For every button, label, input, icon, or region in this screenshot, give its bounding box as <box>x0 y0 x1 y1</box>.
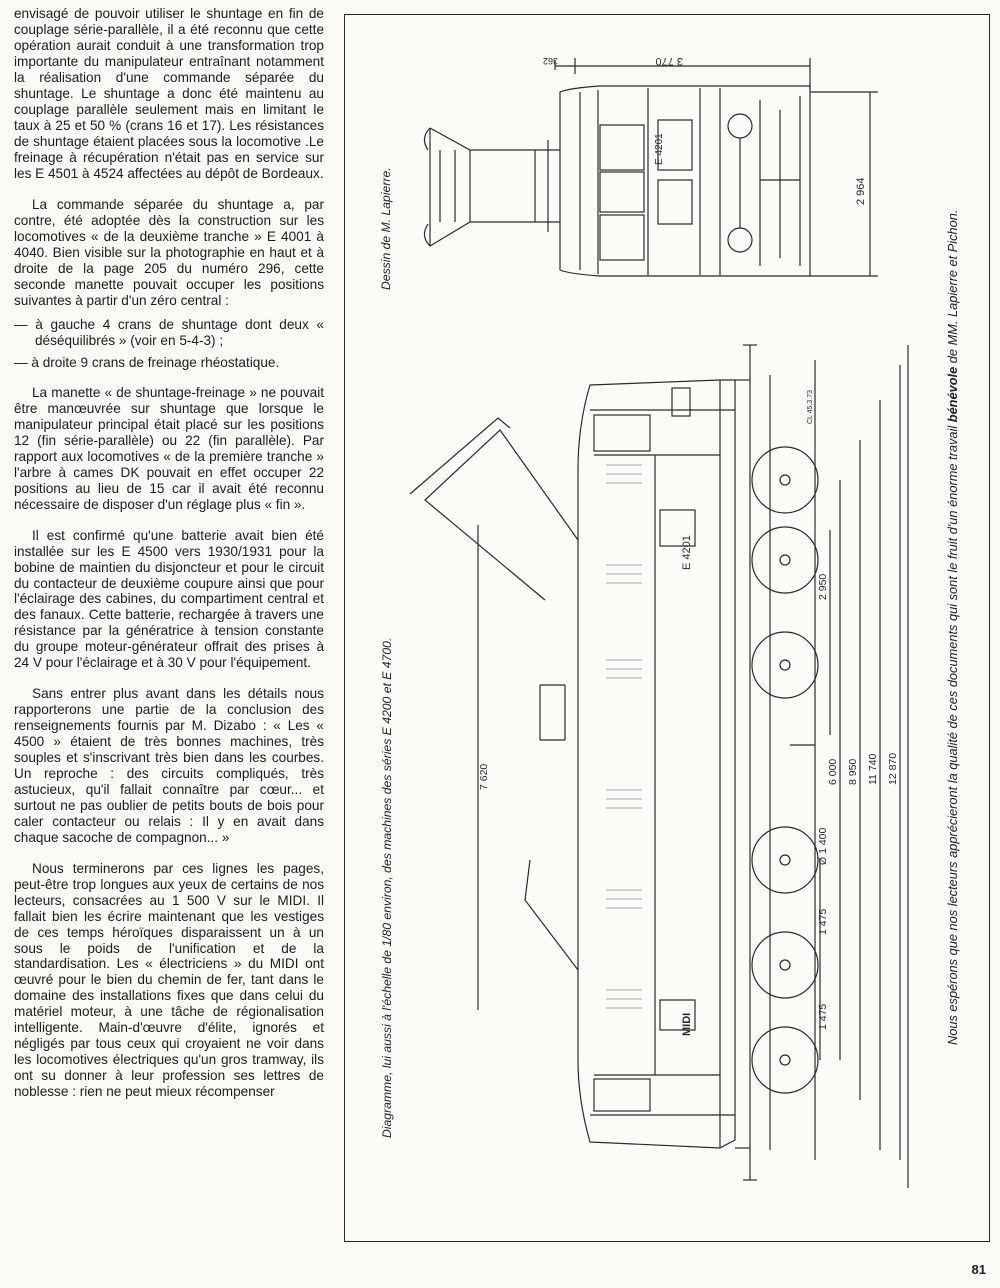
paragraph-1: envisagé de pouvoir utiliser le shuntage… <box>14 6 324 181</box>
dim-2950: 2 950 <box>817 574 829 600</box>
dim-11740: 11 740 <box>867 754 879 785</box>
midi-marking: MIDI <box>681 1013 693 1036</box>
end-offset-dim: 362 <box>543 56 558 66</box>
paragraph-3: La manette « de shuntage-freinage » ne p… <box>14 385 324 512</box>
dim-axle-2: 1 475 <box>817 1004 829 1030</box>
end-number: E 4201 <box>654 133 665 165</box>
side-view <box>409 344 909 1188</box>
dim-pantograph: 7 620 <box>478 764 490 790</box>
paragraph-5: Sans entrer plus avant dans les détails … <box>14 686 324 845</box>
dim-wheel-diameter: Ø 1 400 <box>817 827 829 865</box>
thanks-text-2: de MM. Lapierre et Pichon. <box>945 209 960 367</box>
list-item-right: — à droite 9 crans de freinage rhéostati… <box>14 355 280 371</box>
dim-6000: 6 000 <box>827 759 839 785</box>
page-number: 81 <box>971 1262 986 1277</box>
dim-8950: 8 950 <box>847 759 859 785</box>
paragraph-4: Il est confirmé qu'une batterie avait bi… <box>14 527 324 671</box>
dim-axle-1: 1 475 <box>817 909 829 935</box>
list-item-left: — à gauche 4 crans de shuntage dont deux… <box>14 317 324 349</box>
thanks-caption: Nous espérons que nos lecteurs apprécier… <box>945 210 960 1045</box>
diagram-caption: Diagramme, lui aussi à l'échelle de 1/80… <box>380 637 394 1138</box>
paragraph-6: Nous terminerons par ces lignes les page… <box>14 860 324 1100</box>
end-width-dim: 3 770 <box>655 55 683 67</box>
paragraph-2: La commande séparée du shuntage a, par c… <box>14 197 324 309</box>
thanks-text-1: Nous espérons que nos lecteurs apprécier… <box>945 422 960 1045</box>
side-number: E 4201 <box>681 535 693 570</box>
end-height-dim: 2 964 <box>855 177 867 205</box>
figure-frame <box>344 14 990 1242</box>
thanks-bold: bénévole <box>945 366 960 423</box>
corner-ref: CL 45.3.73 <box>807 390 814 424</box>
credit-caption: Dessin de M. Lapierre. <box>379 167 393 290</box>
end-view <box>423 58 878 277</box>
article-text: envisagé de pouvoir utiliser le shuntage… <box>14 6 324 1115</box>
dim-12870: 12 870 <box>887 753 899 785</box>
